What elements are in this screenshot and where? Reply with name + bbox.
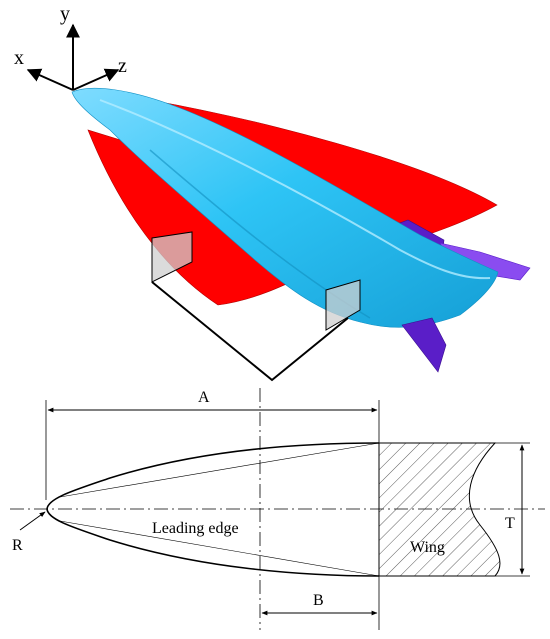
leading-edge-label: Leading edge [152, 520, 239, 537]
radius-label: R [12, 537, 23, 554]
radius-leader [19, 511, 46, 531]
lower-fin [401, 317, 447, 373]
y-axis-label: y [60, 3, 70, 25]
construction-line-upper [59, 442, 380, 498]
section-view: A B T R Leading edge Wing [10, 388, 545, 630]
leading-edge-profile [46, 442, 380, 577]
dimension-t-label: T [505, 515, 515, 532]
wing-label: Wing [410, 539, 445, 556]
fuselage [71, 87, 499, 328]
wing-section [378, 442, 501, 577]
vehicle-3d [71, 87, 531, 382]
fuselage-ridge [99, 99, 491, 280]
dimension-b-label: B [313, 592, 324, 609]
x-axis-arrow [26, 68, 74, 91]
section-plane-front [151, 231, 193, 283]
z-axis-arrow [72, 68, 120, 91]
dimension-a-label: A [198, 389, 210, 406]
z-axis-label: z [118, 55, 127, 77]
construction-line-lower [59, 520, 380, 577]
coordinate-axes: y x z [14, 3, 127, 91]
x-axis-label: x [14, 47, 24, 69]
section-plane-rear [325, 279, 361, 331]
section-leader-lines [151, 281, 349, 382]
